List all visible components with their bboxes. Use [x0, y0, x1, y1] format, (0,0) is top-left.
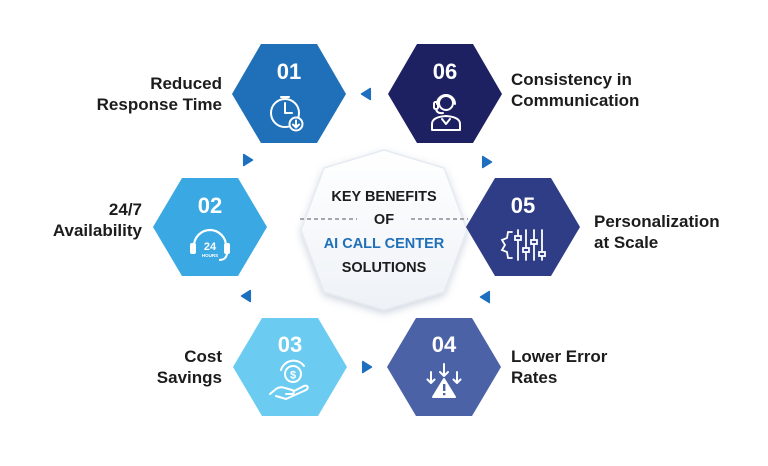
arrow-04-to-05 [479, 290, 491, 304]
benefit-number-03: 03 [278, 332, 302, 357]
hand-coin-savings-icon: $ [269, 359, 309, 400]
benefit-hex-03: 03 $ [233, 318, 347, 416]
center-hexagon: KEY BENEFITS OF AI CALL CENTER SOLUTIONS [300, 149, 468, 311]
svg-text:HOURS: HOURS [202, 253, 218, 258]
connector-arrows [240, 87, 493, 374]
benefit-label-03: Cost Savings [156, 347, 222, 387]
center-title-line1: KEY BENEFITS [331, 189, 437, 205]
benefit-label-01: Reduced Response Time [96, 74, 222, 114]
center-title-line4: SOLUTIONS [342, 260, 427, 276]
benefit-label-06: Consistency in Communication [511, 70, 640, 110]
benefit-hex-04: 04 [387, 318, 501, 416]
gear-sliders-icon [500, 229, 546, 261]
center-title-line2: OF [374, 212, 394, 228]
arrow-06-to-01 [360, 87, 372, 101]
benefit-hex-06: 06 [388, 44, 502, 143]
arrow-01-to-02 [242, 153, 254, 167]
svg-text:$: $ [290, 370, 296, 382]
arrow-05-to-06 [481, 155, 493, 169]
benefit-number-02: 02 [198, 193, 222, 218]
svg-text:24: 24 [204, 241, 217, 253]
benefit-hex-02: 02 24 HOURS [153, 178, 267, 276]
benefit-number-01: 01 [277, 59, 301, 84]
agent-headset-icon [431, 94, 461, 131]
benefit-label-04: Lower Error Rates [511, 347, 608, 387]
arrow-03-to-04 [361, 360, 373, 374]
benefit-hex-01: 01 [232, 44, 346, 143]
warning-arrows-icon [426, 363, 462, 398]
center-title-line3: AI CALL CENTER [324, 236, 445, 252]
benefit-number-04: 04 [432, 332, 457, 357]
benefit-label-05: Personalization at Scale [594, 212, 720, 252]
benefit-label-02: 24/7 Availability [52, 200, 142, 240]
benefit-number-05: 05 [511, 193, 535, 218]
benefit-hex-05: 05 [466, 178, 580, 276]
clock-download-icon [270, 96, 304, 132]
headset-24-hours-icon: 24 HOURS [190, 228, 230, 261]
arrow-02-to-03 [240, 289, 252, 303]
benefit-number-06: 06 [433, 59, 457, 84]
